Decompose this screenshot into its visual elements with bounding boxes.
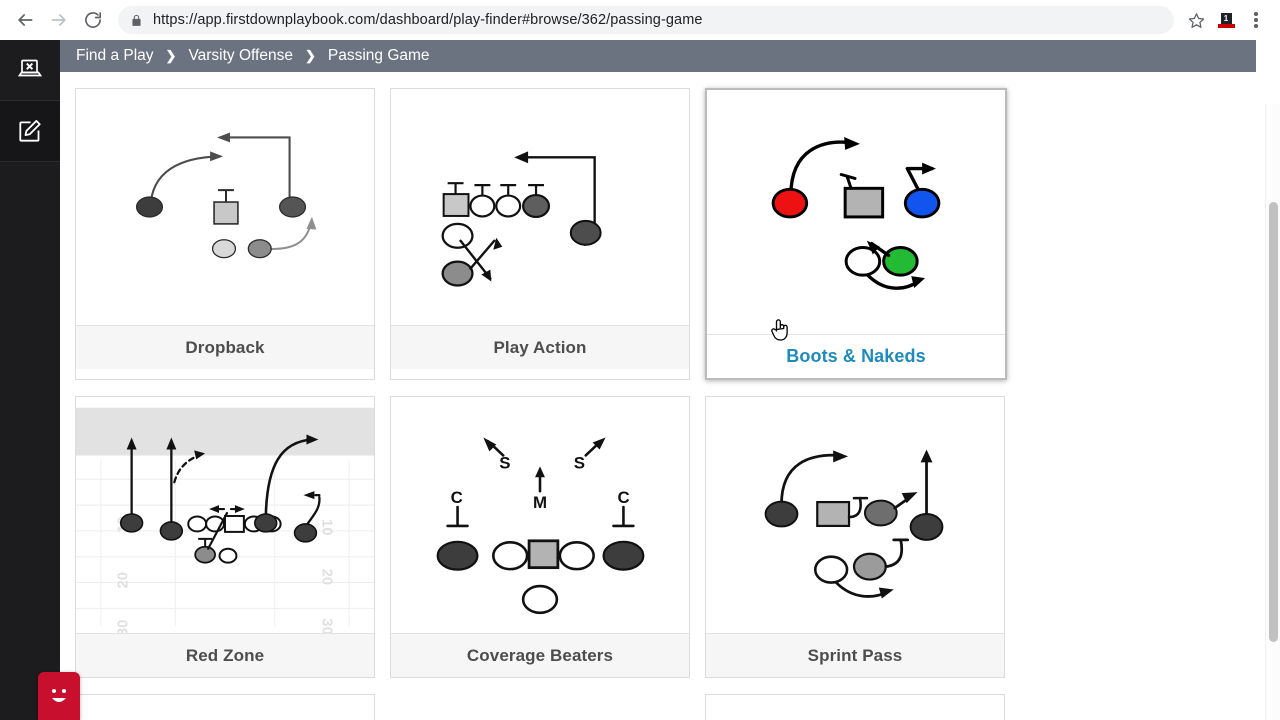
play-card-title-boots-and-nakeds: Boots & Nakeds — [786, 346, 926, 366]
extension-icon: 1 — [1217, 11, 1235, 29]
play-card-next-2[interactable] — [390, 694, 690, 720]
url-text: https://app.firstdownplaybook.com/dashbo… — [153, 12, 703, 28]
forward-button[interactable] — [44, 5, 74, 35]
sidebar-item-playbook[interactable] — [0, 40, 60, 100]
breadcrumb-item-find-a-play[interactable]: Find a Play — [76, 47, 154, 64]
breadcrumb-item-varsity-offense[interactable]: Varsity Offense — [188, 47, 293, 64]
breadcrumb-separator-1: ❯ — [165, 48, 177, 63]
playbook-icon — [17, 59, 43, 77]
back-button[interactable] — [10, 5, 40, 35]
play-card-play-action[interactable]: Play Action — [390, 88, 690, 380]
dropback-diagram-svg — [135, 132, 317, 259]
play-diagram-red-zone: 10 20 30 10 20 30 — [76, 397, 374, 633]
play-diagram-next-2 — [391, 695, 689, 720]
play-card-next-3[interactable] — [705, 694, 1005, 720]
endzone-band — [76, 407, 374, 456]
bookmark-button[interactable] — [1182, 6, 1210, 34]
svg-text:10: 10 — [318, 519, 334, 536]
play-card-row-1: Dropback — [75, 88, 1035, 380]
breadcrumb-separator-2: ❯ — [304, 48, 316, 63]
breadcrumb-bar: Find a Play ❯ Varsity Offense ❯ Passing … — [60, 40, 1256, 72]
page-scrollbar-track[interactable] — [1265, 104, 1280, 720]
reload-button[interactable] — [78, 5, 108, 35]
sidebar-divider-2 — [0, 161, 60, 162]
play-card-title-sprint-pass: Sprint Pass — [807, 645, 903, 665]
play-diagram-sprint-pass — [706, 397, 1004, 633]
play-card-sprint-pass[interactable]: Sprint Pass — [705, 396, 1005, 678]
page-scrollbar-thumb[interactable] — [1269, 202, 1278, 642]
sidebar-divider — [0, 100, 60, 101]
play-action-diagram-svg — [441, 151, 602, 287]
sprint-pass-diagram-svg — [764, 449, 944, 599]
lock-icon — [130, 14, 143, 27]
smiley-face-icon — [52, 689, 66, 702]
play-card-row-3 — [75, 694, 1035, 720]
play-card-footer-boots-and-nakeds: Boots & Nakeds — [707, 334, 1005, 378]
browser-toolbar: https://app.firstdownplaybook.com/dashbo… — [0, 0, 1280, 40]
address-bar[interactable]: https://app.firstdownplaybook.com/dashbo… — [118, 6, 1174, 34]
red-zone-diagram-svg: 10 20 30 10 20 30 — [76, 397, 374, 633]
kebab-menu-icon — [1254, 12, 1258, 28]
label-mike: M — [533, 493, 547, 512]
play-diagram-dropback — [76, 89, 374, 325]
play-card-red-zone[interactable]: 10 20 30 10 20 30 — [75, 396, 375, 678]
play-card-title-dropback: Dropback — [185, 337, 265, 357]
play-card-boots-and-nakeds[interactable]: Boots & Nakeds — [705, 88, 1007, 380]
boots-nakeds-diagram-svg — [771, 137, 941, 290]
star-icon — [1188, 12, 1204, 28]
label-safety-left: S — [499, 453, 510, 472]
play-card-title-play-action: Play Action — [493, 337, 587, 357]
coverage-beaters-diagram-svg: S S M C C — [436, 437, 645, 615]
play-card-coverage-beaters[interactable]: S S M C C — [390, 396, 690, 678]
label-corner-left: C — [451, 488, 463, 507]
play-diagram-next-1 — [76, 695, 374, 720]
label-corner-right: C — [617, 488, 629, 507]
reload-icon — [85, 12, 102, 28]
breadcrumb: Find a Play ❯ Varsity Offense ❯ Passing … — [70, 47, 436, 65]
play-diagram-boots-and-nakeds — [707, 90, 1005, 334]
label-safety-right: S — [574, 453, 585, 472]
browser-menu-button[interactable] — [1242, 6, 1270, 34]
svg-text:20: 20 — [116, 572, 132, 589]
play-card-footer-coverage-beaters: Coverage Beaters — [391, 633, 689, 677]
play-diagram-next-3 — [706, 695, 1004, 720]
play-card-title-red-zone: Red Zone — [185, 645, 265, 665]
play-card-footer-play-action: Play Action — [391, 325, 689, 369]
play-grid-region: Dropback — [60, 72, 1280, 720]
edit-icon — [19, 120, 41, 142]
svg-text:20: 20 — [318, 569, 334, 586]
back-arrow-icon — [18, 14, 33, 26]
forward-arrow-icon — [51, 14, 66, 26]
play-card-footer-dropback: Dropback — [76, 325, 374, 369]
application-window: Find a Play ❯ Varsity Offense ❯ Passing … — [0, 40, 1280, 720]
extension-button[interactable]: 1 — [1212, 6, 1240, 34]
svg-text:30: 30 — [116, 620, 132, 633]
play-card-row-2: 10 20 30 10 20 30 — [75, 396, 1035, 678]
play-diagram-coverage-beaters: S S M C C — [391, 397, 689, 633]
play-card-next-1[interactable] — [75, 694, 375, 720]
play-card-footer-sprint-pass: Sprint Pass — [706, 633, 1004, 677]
play-card-grid: Dropback — [75, 88, 1035, 720]
feedback-chat-launcher[interactable] — [38, 672, 80, 720]
play-card-dropback[interactable]: Dropback — [75, 88, 375, 380]
sidebar-item-edit[interactable] — [0, 101, 60, 161]
breadcrumb-item-passing-game[interactable]: Passing Game — [327, 47, 430, 64]
app-sidebar — [0, 40, 60, 720]
svg-text:30: 30 — [318, 618, 334, 633]
play-card-title-coverage-beaters: Coverage Beaters — [466, 645, 614, 665]
play-card-footer-red-zone: Red Zone — [76, 633, 374, 677]
play-diagram-play-action — [391, 89, 689, 325]
